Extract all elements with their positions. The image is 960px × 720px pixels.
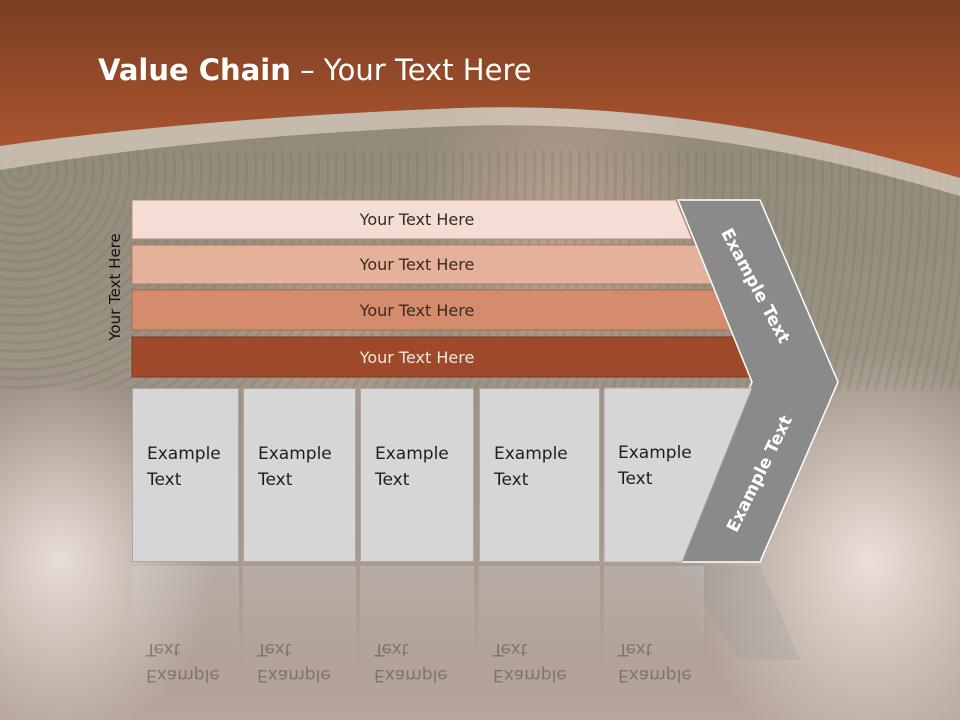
box-1-line1: Example xyxy=(147,444,221,464)
box-4: Example Text xyxy=(479,388,600,562)
slide-title: Value Chain – Your Text Here xyxy=(98,53,532,87)
bar-shape-1 xyxy=(131,199,693,240)
bar-4-label: Your Text Here xyxy=(359,347,475,367)
bar-3-label: Your Text Here xyxy=(359,300,475,320)
box-4-line2: Text xyxy=(494,470,529,490)
box-1: Example Text xyxy=(132,388,239,562)
bar-2-label: Your Text Here xyxy=(359,254,475,274)
bar-4: Your Text Here xyxy=(132,338,702,376)
box-2-line2: Text xyxy=(258,470,293,490)
box-2: Example Text xyxy=(243,388,356,562)
box-5-line1: Example xyxy=(618,443,692,463)
box-3: Example Text xyxy=(360,388,474,562)
box-3-line1: Example xyxy=(375,444,449,464)
bar-3: Your Text Here xyxy=(132,291,702,329)
box-4-line1: Example xyxy=(494,444,568,464)
header-band xyxy=(0,0,960,196)
box-5-line2: Text xyxy=(618,469,653,489)
box-5-shape xyxy=(603,387,753,563)
chevron-reflection xyxy=(678,566,800,660)
box-5: Example Text xyxy=(604,388,704,562)
title-rest: – Your Text Here xyxy=(290,53,532,87)
bar-1-label: Your Text Here xyxy=(359,209,475,229)
box-1-line2: Text xyxy=(147,470,182,490)
title-bold: Value Chain xyxy=(98,53,291,87)
bar-1: Your Text Here xyxy=(132,200,702,238)
box-3-line2: Text xyxy=(375,470,410,490)
bar-2: Your Text Here xyxy=(132,245,702,283)
box-2-line1: Example xyxy=(258,444,332,464)
